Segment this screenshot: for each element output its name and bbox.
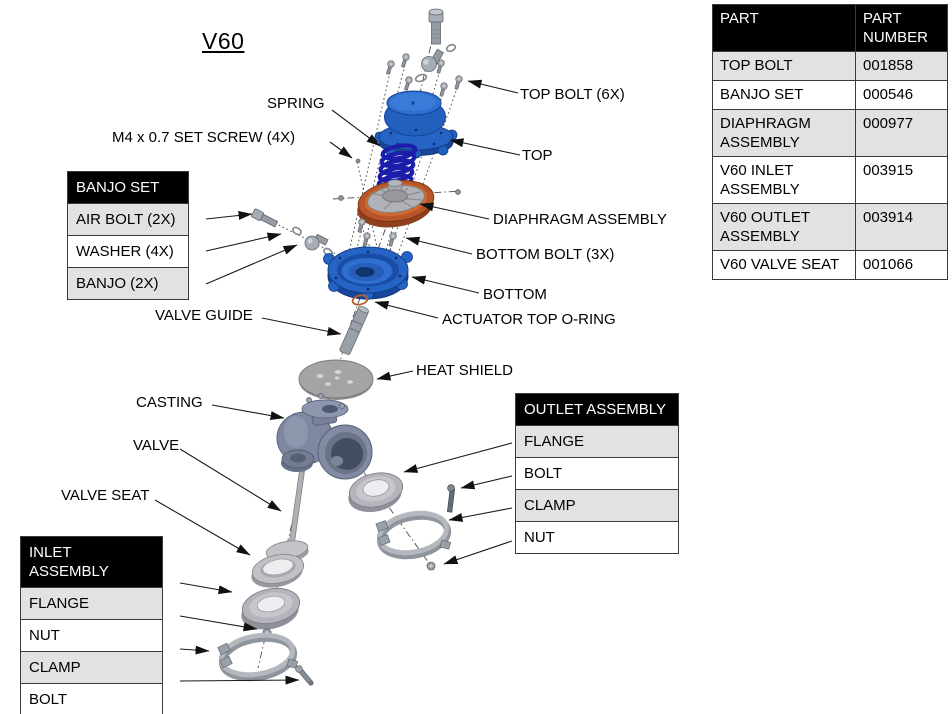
label-valve-seat: VALVE SEAT <box>61 487 150 504</box>
label-set-screw: M4 x 0.7 SET SCREW (4X) <box>112 129 296 146</box>
table-cell-number: 003914 <box>856 204 947 251</box>
washer-icon-top <box>445 43 457 53</box>
label-top-bolt: TOP BOLT (6X) <box>520 86 625 103</box>
table-row: CLAMP <box>516 490 678 522</box>
table-row: BOLT <box>516 458 678 490</box>
table-cell-part: V60 VALVE SEAT <box>713 251 856 279</box>
label-valve: VALVE <box>133 437 180 454</box>
valve-part <box>265 471 309 566</box>
table-row: WASHER (4X) <box>68 236 188 268</box>
table-row: AIR BOLT (2X) <box>68 204 188 236</box>
banjo-fitting-part <box>421 48 445 72</box>
casting-part <box>276 393 373 480</box>
label-bottom: BOTTOM <box>483 286 547 303</box>
table-row: FLANGE <box>516 426 678 458</box>
set-screw-part <box>355 158 361 164</box>
table-row: NUT <box>21 620 162 652</box>
page-title: V60 <box>202 28 245 54</box>
label-casting: CASTING <box>136 394 203 411</box>
washer-icon-below-banjo <box>414 73 428 83</box>
table-cell-part: V60 INLET ASSEMBLY <box>713 157 856 204</box>
air-bolt-side-part <box>251 208 279 228</box>
label-heat-shield: HEAT SHIELD <box>416 362 513 379</box>
outlet-assembly-table: OUTLET ASSEMBLY FLANGE BOLT CLAMP NUT <box>515 393 679 554</box>
label-top: TOP <box>522 147 553 164</box>
column-header-part-number: PART NUMBER <box>856 5 947 52</box>
valve-guide-part <box>339 305 370 355</box>
table-row: NUT <box>516 522 678 553</box>
inlet-flange-part <box>241 587 301 630</box>
table-row: CLAMP <box>21 652 162 684</box>
outlet-clamp-part <box>375 510 452 560</box>
table-row: BANJO (2X) <box>68 268 188 299</box>
table-cell-number: 000546 <box>856 81 947 110</box>
air-bolt-part <box>428 8 444 45</box>
label-diaphragm-assembly: DIAPHRAGM ASSEMBLY <box>493 211 667 228</box>
inlet-assembly-table-header: INLET ASSEMBLY <box>21 537 162 588</box>
banjo-set-table: BANJO SET AIR BOLT (2X) WASHER (4X) BANJ… <box>67 171 189 300</box>
label-valve-guide: VALVE GUIDE <box>155 307 253 324</box>
outlet-assembly-table-header: OUTLET ASSEMBLY <box>516 394 678 426</box>
inlet-assembly-table: INLET ASSEMBLY FLANGE NUT CLAMP BOLT <box>20 536 163 714</box>
table-cell-part: V60 OUTLET ASSEMBLY <box>713 204 856 251</box>
label-actuator-top-oring: ACTUATOR TOP O-RING <box>442 311 616 328</box>
column-header-part: PART <box>713 5 856 52</box>
table-row: BOLT <box>21 684 162 714</box>
table-row: FLANGE <box>21 588 162 620</box>
outlet-nut-part <box>426 561 436 571</box>
inlet-clamp-part <box>217 632 299 682</box>
table-cell-number: 000977 <box>856 110 947 157</box>
table-cell-part: BANJO SET <box>713 81 856 110</box>
washer-icon-side1 <box>292 226 302 236</box>
inlet-bolt-part <box>295 665 314 686</box>
table-cell-number: 001066 <box>863 256 914 273</box>
outlet-flange-part <box>348 472 404 513</box>
table-cell-number: 001858 <box>856 52 947 81</box>
heat-shield-part <box>298 359 374 400</box>
actuator-oring-part <box>351 294 369 306</box>
banjo-set-table-header: BANJO SET <box>68 172 188 204</box>
outlet-bolt-part <box>446 484 456 513</box>
table-cell-number: 003915 <box>856 157 947 204</box>
bottom-housing-part <box>323 246 413 300</box>
diaphragm-assembly-part <box>338 179 461 228</box>
part-number-table: PART PART NUMBER TOP BOLT 001858 BANJO S… <box>712 4 948 280</box>
valve-seat-part <box>251 553 305 588</box>
leader-lines <box>154 79 521 685</box>
label-bottom-bolt: BOTTOM BOLT (3X) <box>476 246 615 263</box>
table-cell-part: DIAPHRAGM ASSEMBLY <box>713 110 856 157</box>
table-cell-part: TOP BOLT <box>713 52 856 81</box>
label-spring: SPRING <box>267 95 325 112</box>
banjo-side-part <box>304 233 329 251</box>
